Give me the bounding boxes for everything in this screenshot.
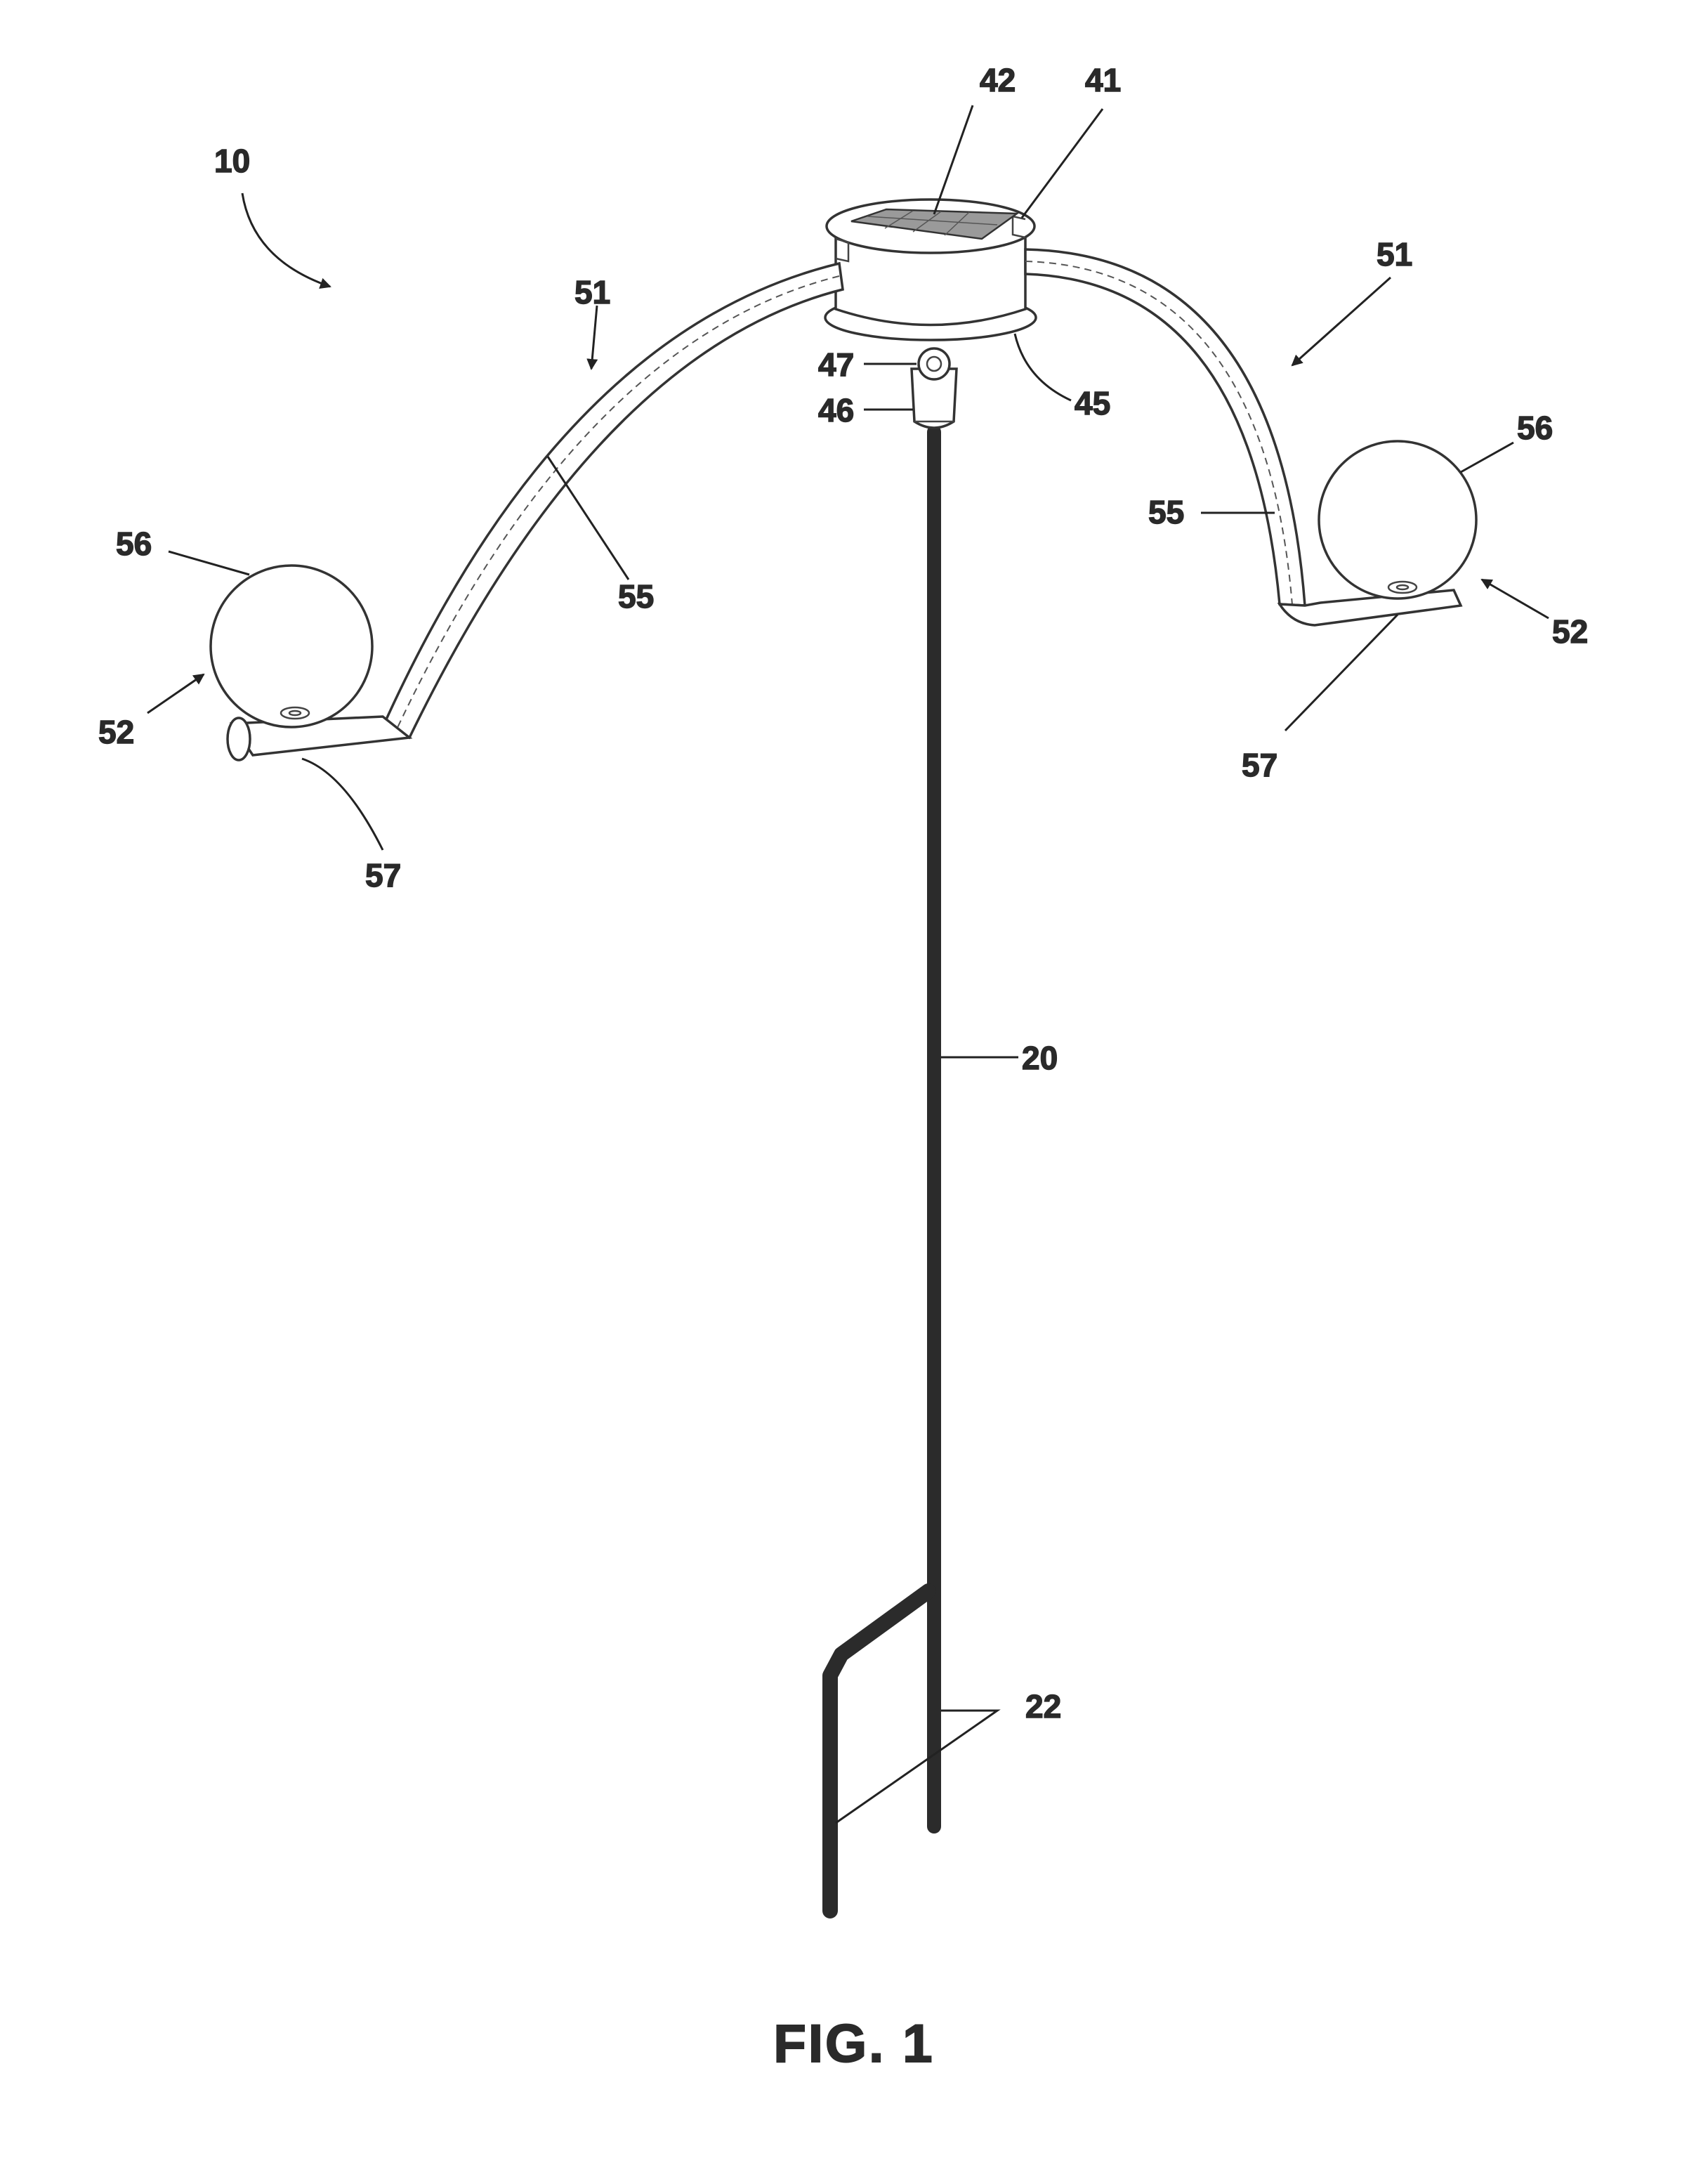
left-arm xyxy=(383,263,843,738)
pivot-knuckle xyxy=(919,348,950,379)
label-51-left: 51 xyxy=(574,274,610,311)
right-globe xyxy=(1319,441,1476,599)
leader-51-left xyxy=(591,306,597,369)
leader-42 xyxy=(934,105,973,214)
leader-41 xyxy=(1022,109,1103,218)
label-56-left: 56 xyxy=(116,525,152,562)
right-cradle xyxy=(1280,590,1461,625)
leader-56-right xyxy=(1461,443,1513,472)
leader-57-right xyxy=(1285,615,1398,731)
leader-22 xyxy=(836,1711,997,1823)
leader-51-right xyxy=(1292,277,1391,365)
right-arm xyxy=(1025,249,1305,606)
label-55-left: 55 xyxy=(618,578,654,615)
label-41: 41 xyxy=(1085,62,1121,98)
leader-55-left xyxy=(548,457,629,580)
label-45: 45 xyxy=(1075,385,1110,421)
leader-56-left xyxy=(169,551,249,575)
label-52-right: 52 xyxy=(1552,613,1588,650)
label-55-right: 55 xyxy=(1148,494,1184,530)
leader-52-right xyxy=(1482,580,1549,618)
leader-45 xyxy=(1015,334,1071,400)
label-52-left: 52 xyxy=(98,714,134,750)
figure-caption: FIG. 1 xyxy=(773,2014,934,2074)
label-22: 22 xyxy=(1025,1688,1061,1725)
label-46: 46 xyxy=(818,392,854,429)
label-57-right: 57 xyxy=(1242,747,1277,783)
label-20: 20 xyxy=(1022,1040,1058,1076)
stake xyxy=(830,432,934,1911)
label-10: 10 xyxy=(214,143,250,179)
leader-57-left xyxy=(302,759,383,850)
label-47: 47 xyxy=(818,346,854,383)
label-57-left: 57 xyxy=(365,857,401,894)
label-56-right: 56 xyxy=(1517,410,1553,446)
left-globe xyxy=(211,566,372,727)
leader-52-left xyxy=(147,674,204,713)
label-42: 42 xyxy=(980,62,1016,98)
label-51-right: 51 xyxy=(1377,236,1412,273)
leader-10 xyxy=(242,193,330,287)
